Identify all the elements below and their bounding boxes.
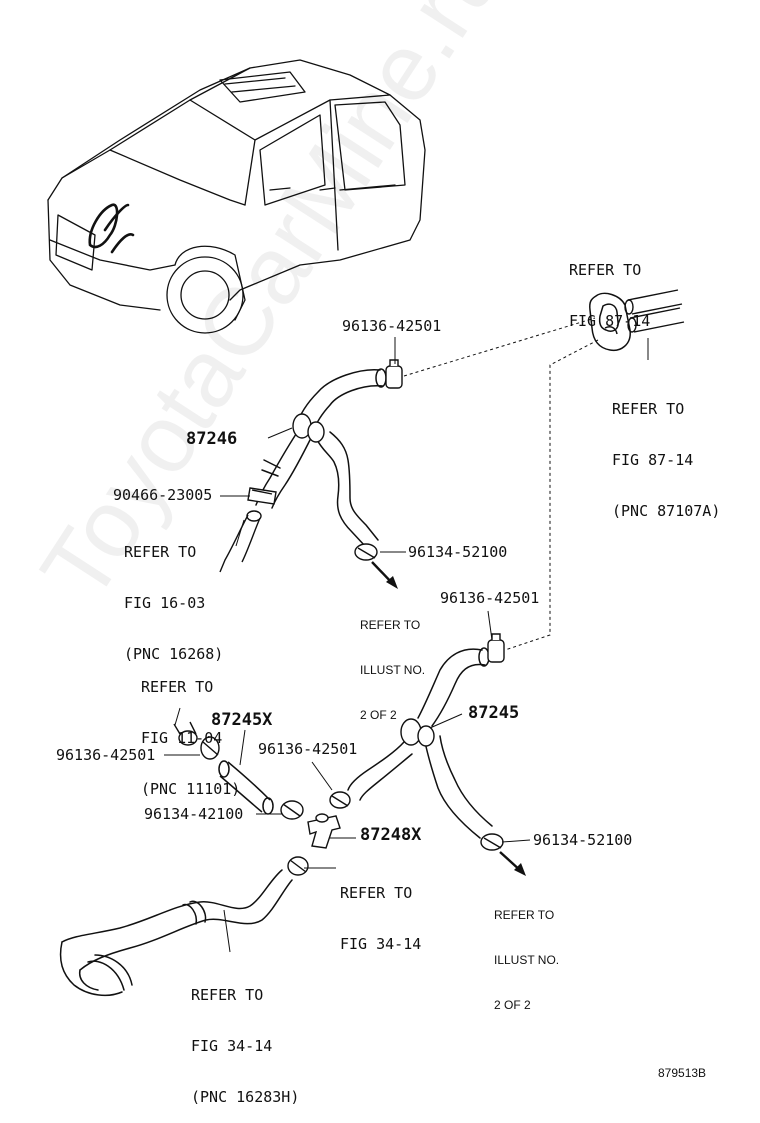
ref-line: (PNC 16268) (124, 645, 224, 663)
ref-line: FIG 34-14 (191, 1037, 273, 1055)
arrowhead-lower (514, 863, 526, 876)
label-clip: 90466-23005 (113, 486, 213, 504)
clamp-96136-lower-mid (329, 791, 351, 809)
label-clamp-upper: 96136-42501 (342, 317, 442, 335)
joint-87248x (307, 813, 341, 849)
ref-line: ILLUST NO. (494, 953, 560, 967)
ref-line: REFER TO (494, 908, 555, 922)
ref-fig-34-14-mid: REFER TO FIG 34-14 (340, 851, 421, 970)
ref-fig-16-03: REFER TO FIG 16-03 (PNC 16268) (124, 510, 223, 680)
ref-line: 2 OF 2 (494, 998, 531, 1012)
ref-fig-87-14-top: REFER TO FIG 87-14 (569, 228, 650, 347)
diagram-id: 879513B (658, 1066, 707, 1080)
leader-lines (164, 337, 649, 953)
label-joint-87248x: 87248X (360, 825, 422, 845)
ref-line: REFER TO (124, 543, 197, 561)
ref-line: FIG 11-04 (141, 729, 223, 747)
ref-line: FIG 16-03 (124, 594, 206, 612)
ref-line: REFER TO (612, 400, 685, 418)
ref-fig-11-04: REFER TO FIG 11-04 (PNC 11101) (141, 645, 240, 815)
clamp-joint-lower (400, 718, 435, 747)
clamp-96134-upper (354, 543, 378, 561)
hose-87246 (255, 368, 387, 547)
pipe-11101 (173, 721, 198, 746)
label-clamp-lower-left2: 96134-42100 (144, 805, 244, 823)
vehicle-illustration (47, 59, 426, 334)
ref-line: FIG 87-14 (569, 312, 651, 330)
clip-90466 (247, 487, 277, 505)
ref-illust-lower: REFER TO ILLUST NO. 2 OF 2 (494, 878, 559, 1028)
hose-16268 (219, 510, 262, 573)
clamp-96136-lower-right (487, 633, 505, 663)
label-clamp-lower-right-bottom: 96134-52100 (533, 831, 633, 849)
engine-hose-highlight (88, 203, 135, 254)
ref-line: (PNC 87107A) (612, 502, 721, 520)
ref-line: FIG 34-14 (340, 935, 422, 953)
ref-line: REFER TO (191, 986, 264, 1004)
clamp-96134-42100 (280, 800, 304, 820)
ref-line: 2 OF 2 (360, 708, 397, 722)
clamp-joint-bottom (287, 856, 309, 876)
label-clamp-lower-right-top: 96136-42501 (440, 589, 540, 607)
hose-87245 (347, 647, 493, 839)
ref-line: REFER TO (569, 261, 642, 279)
ref-fig-34-14-pnc: REFER TO FIG 34-14 (PNC 16283H) (191, 953, 299, 1123)
arrowhead-upper (386, 576, 398, 589)
label-clamp-upper-right: 96134-52100 (408, 543, 508, 561)
label-hose-87246: 87246 (186, 429, 238, 449)
ref-line: (PNC 16283H) (191, 1088, 300, 1106)
ref-illust-upper: REFER TO ILLUST NO. 2 OF 2 (360, 588, 425, 738)
label-hose-87245: 87245 (468, 703, 520, 723)
ref-line: (PNC 11101) (141, 780, 241, 798)
label-clamp-lower-mid: 96136-42501 (258, 740, 358, 758)
label-clamp-lower-left: 96136-42501 (56, 746, 156, 764)
clamp-96136-lower-left (200, 736, 220, 760)
label-hose-87245x: 87245X (211, 710, 273, 730)
clamp-96134-lower-right (480, 833, 504, 851)
ref-line: REFER TO (340, 884, 413, 902)
clamp-96136-upper (385, 359, 403, 389)
ref-line: REFER TO (141, 678, 214, 696)
ref-fig-87-14-pnc: REFER TO FIG 87-14 (PNC 87107A) (612, 367, 720, 537)
grommet (589, 292, 631, 352)
clamp-joint-upper (292, 413, 325, 443)
hose-16283h (59, 869, 293, 997)
ref-line: REFER TO (360, 618, 421, 632)
ref-line: FIG 87-14 (612, 451, 694, 469)
pipes-upper-right (624, 289, 685, 333)
ref-line: ILLUST NO. (360, 663, 426, 677)
